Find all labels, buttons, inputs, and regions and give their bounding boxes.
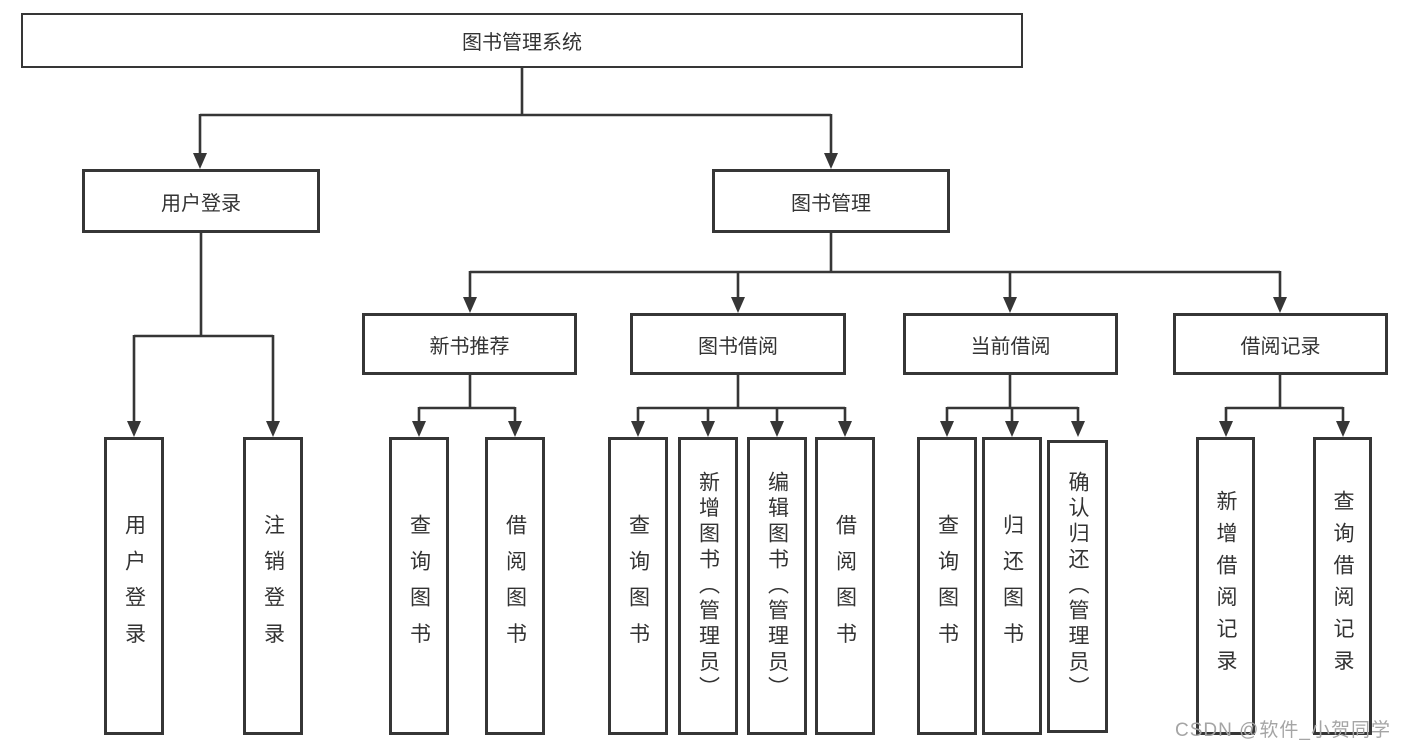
node-leaf-br-query-record: 查询借阅记录 <box>1313 437 1372 735</box>
connector-root-to-level2 <box>193 68 838 169</box>
node-leaf-user-login: 用户登录 <box>104 437 164 735</box>
node-book-management: 图书管理 <box>712 169 950 233</box>
node-library-system: 图书管理系统 <box>21 13 1023 68</box>
node-leaf-rec-query-book: 查询图书 <box>389 437 449 735</box>
node-leaf-br-add-record: 新增借阅记录 <box>1196 437 1255 735</box>
node-leaf-cb-return-book: 归还图书 <box>982 437 1042 735</box>
connector-borrowrecords-children <box>1219 375 1350 437</box>
csdn-watermark: CSDN @软件_小贺同学 <box>1175 720 1391 741</box>
node-leaf-bb-query-book: 查询图书 <box>608 437 668 735</box>
node-leaf-cb-query-book: 查询图书 <box>917 437 977 735</box>
node-leaf-cb-confirm-return-admin: 确认归还（管理员） <box>1047 440 1108 733</box>
connector-currentborrow-children <box>940 375 1085 437</box>
connector-userlogin-children <box>127 233 280 437</box>
connector-newbookrec-children <box>412 375 522 437</box>
node-leaf-rec-borrow-book: 借阅图书 <box>485 437 545 735</box>
node-user-login: 用户登录 <box>82 169 320 233</box>
node-current-borrow: 当前借阅 <box>903 313 1118 375</box>
node-leaf-logout: 注销登录 <box>243 437 303 735</box>
node-leaf-bb-add-book-admin: 新增图书（管理员） <box>678 437 738 735</box>
connector-bookborrow-children <box>631 375 852 437</box>
connector-bookmgmt-to-level3 <box>463 233 1287 313</box>
node-book-borrow: 图书借阅 <box>630 313 846 375</box>
node-leaf-bb-borrow-book: 借阅图书 <box>815 437 875 735</box>
node-leaf-bb-edit-book-admin: 编辑图书（管理员） <box>747 437 807 735</box>
node-new-book-recommend: 新书推荐 <box>362 313 577 375</box>
node-borrow-records: 借阅记录 <box>1173 313 1388 375</box>
